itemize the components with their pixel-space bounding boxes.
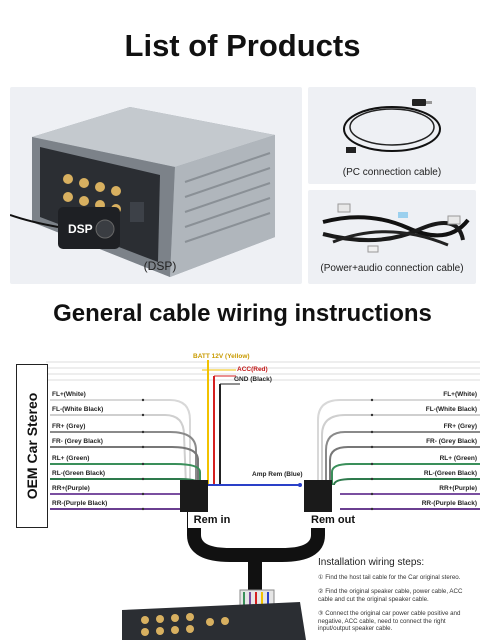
right-wire-label: FR- (Grey Black) <box>426 438 477 445</box>
list-of-products-title: List of Products <box>124 28 361 63</box>
right-wire-label: FL-(White Black) <box>425 406 477 413</box>
oem-car-stereo-label: OEM Car Stereo <box>24 392 40 500</box>
dsp-product-panel: DSP (DSP) <box>9 87 302 284</box>
wiring-diagram <box>46 360 480 640</box>
power-audio-cable-caption: (Power+audio connection cable) <box>320 263 464 274</box>
right-wire-label: FL+(White) <box>443 391 477 398</box>
acc-label: ACC(Red) <box>237 366 268 373</box>
left-wire-label: FR+ (Grey) <box>52 423 86 430</box>
left-wire-label: FL-(White Black) <box>52 406 104 413</box>
oem-car-stereo-box: OEM Car Stereo <box>16 364 48 528</box>
left-wire-label: RL-(Green Black) <box>52 470 106 477</box>
svg-text:DSP: DSP <box>68 222 93 236</box>
right-wire-label: FR+ (Grey) <box>443 423 477 430</box>
rem-in-label: Rem in <box>188 512 236 528</box>
dsp-caption: (DSP) <box>143 259 177 273</box>
pc-cable-panel: (PC connection cable) <box>308 87 476 184</box>
left-wire-label: FR- (Grey Black) <box>52 438 103 445</box>
install-step: ① Find the host tail cable for the Car o… <box>318 574 461 581</box>
wiring-instructions-title: General cable wiring instructions <box>53 300 432 327</box>
install-step: ③ Connect the original car power cable p… <box>318 610 461 632</box>
amp-rem-label: Amp Rem (Blue) <box>252 471 303 478</box>
power-audio-cable-image <box>322 203 470 253</box>
gnd-label: GND (Black) <box>234 376 272 383</box>
right-wire-label: RL+ (Green) <box>439 455 477 462</box>
install-steps-title: Installation wiring steps: <box>318 557 425 568</box>
install-step: ② Find the original speaker cable, power… <box>318 588 463 603</box>
left-wire-label: RR+(Purple) <box>52 485 90 492</box>
power-audio-cable-panel: (Power+audio connection cable) <box>308 190 476 284</box>
left-wire-label: FL+(White) <box>52 391 86 398</box>
batt-12v-label: BATT 12V (Yellow) <box>193 353 250 360</box>
right-wire-label: RR-(Purple Black) <box>421 500 477 507</box>
pc-cable-image <box>343 99 441 153</box>
right-wire-label: RL-(Green Black) <box>423 470 477 477</box>
left-wire-label: RR-(Purple Black) <box>52 500 108 507</box>
pc-cable-caption: (PC connection cable) <box>342 167 442 178</box>
left-wire-label: RL+ (Green) <box>52 455 90 462</box>
dsp-unit-image: DSP <box>9 107 275 277</box>
right-wire-label: RR+(Purple) <box>439 485 477 492</box>
rem-out-label: Rem out <box>308 512 358 528</box>
